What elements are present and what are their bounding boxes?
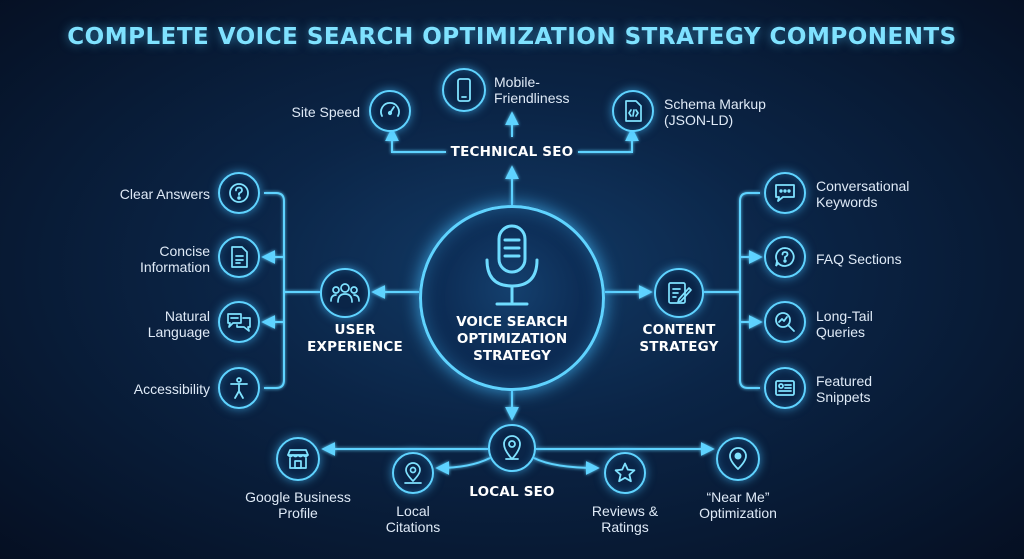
natural-language-line-1: Natural [164,308,210,324]
user-experience-line-1: USER [334,322,376,338]
featured-snippets-node [764,367,806,409]
faq-sections-node [764,236,806,278]
conversational-keywords-label: Conversational Keywords [816,178,909,210]
code-file-icon [625,100,642,122]
faq-sections-label: FAQ Sections [816,251,902,267]
snippet-card-icon [775,380,795,396]
reviews-ratings-line-1: Reviews & [591,503,659,519]
mobile-friendliness-line-1: Mobile- [494,74,540,90]
conversational-keywords-line-1: Conversational [816,178,910,194]
center-title: VOICE SEARCH OPTIMIZATION STRATEGY [419,314,605,365]
accessibility-icon [230,377,248,399]
mobile-friendliness-line-2: Friendliness [494,90,570,106]
natural-language-node [218,301,260,343]
user-experience-label: USER EXPERIENCE [300,322,410,356]
content-strategy-node [654,268,704,318]
nearby-pin-icon [729,447,747,470]
page-title: COMPLETE VOICE SEARCH OPTIMIZATION STRAT… [67,24,957,50]
schema-markup-label: Schema Markup (JSON-LD) [664,96,766,128]
concise-information-label: Concise Information [110,243,210,275]
site-speed-label: Site Speed [291,104,361,120]
faq-bubble-icon [775,247,795,267]
schema-markup-line-2: (JSON-LD) [664,112,734,128]
center-line-2: OPTIMIZATION [456,331,568,347]
star-icon [614,462,636,483]
ux-bracket [264,192,285,389]
conversational-keywords-line-2: Keywords [816,194,878,210]
reviews-ratings-line-2: Ratings [601,519,649,535]
chat-icon [775,184,795,202]
local-citations-line-2: Citations [385,519,441,535]
accessibility-node [218,367,260,409]
mobile-friendliness-node [442,68,486,112]
search-chart-icon [775,312,795,332]
reviews-ratings-node [604,452,646,494]
long-tail-queries-node [764,301,806,343]
content-strategy-line-1: CONTENT [642,322,716,338]
edit-document-icon [668,282,692,304]
speedometer-icon [380,102,400,117]
google-business-profile-line-2: Profile [278,505,318,521]
users-icon [330,283,360,303]
local-citations-line-1: Local [396,503,430,519]
concise-information-line-1: Concise [159,243,210,259]
near-me-optimization-label: “Near Me” Optimization [672,489,804,521]
document-icon [231,246,248,268]
content-strategy-line-2: STRATEGY [639,339,719,355]
long-tail-queries-line-1: Long-Tail [816,308,873,324]
chat-bubbles-icon [227,313,251,332]
google-business-profile-label: Google Business Profile [228,489,368,521]
conversational-keywords-node [764,172,806,214]
featured-snippets-line-1: Featured [816,373,873,389]
content-strategy-label: CONTENT STRATEGY [624,322,734,356]
google-business-profile-line-1: Google Business [245,489,351,505]
center-line-3: STRATEGY [473,348,551,364]
location-pin-icon [503,435,521,460]
clear-answers-node [218,172,260,214]
user-experience-line-2: EXPERIENCE [307,339,403,355]
center-line-1: VOICE SEARCH [456,314,568,330]
technical-to-site-speed-arrow [385,127,446,153]
reviews-ratings-label: Reviews & Ratings [570,503,680,535]
near-me-optimization-node [716,437,760,481]
microphone-icon [485,224,539,306]
accessibility-label: Accessibility [133,381,210,397]
natural-language-label: Natural Language [110,308,210,340]
local-to-citations-arrow [435,457,491,475]
content-bracket [739,192,760,389]
smartphone-icon [457,78,471,102]
near-me-optimization-line-1: “Near Me” [706,489,770,505]
near-me-optimization-line-2: Optimization [699,505,777,521]
long-tail-queries-line-2: Queries [816,324,866,340]
storefront-icon [287,449,309,469]
featured-snippets-line-2: Snippets [816,389,871,405]
concise-information-node [218,236,260,278]
technical-seo-label: TECHNICAL SEO [450,144,574,160]
user-experience-node [320,268,370,318]
question-icon [229,183,249,203]
mobile-friendliness-label: Mobile- Friendliness [494,74,569,106]
local-to-reviews-arrow [533,457,600,475]
local-seo-label: LOCAL SEO [469,484,555,500]
natural-language-line-2: Language [147,324,210,340]
technical-to-schema-arrow [578,127,639,153]
featured-snippets-label: Featured Snippets [816,373,872,405]
google-business-profile-node [276,437,320,481]
local-seo-node [488,424,536,472]
site-speed-node [369,90,411,132]
local-citations-node [392,452,434,494]
clear-answers-label: Clear Answers [119,186,210,202]
schema-markup-line-1: Schema Markup [664,96,766,112]
long-tail-queries-label: Long-Tail Queries [816,308,873,340]
local-citations-label: Local Citations [368,503,458,535]
map-pin-icon [404,462,422,484]
concise-information-line-2: Information [139,259,210,275]
schema-markup-node [612,90,654,132]
